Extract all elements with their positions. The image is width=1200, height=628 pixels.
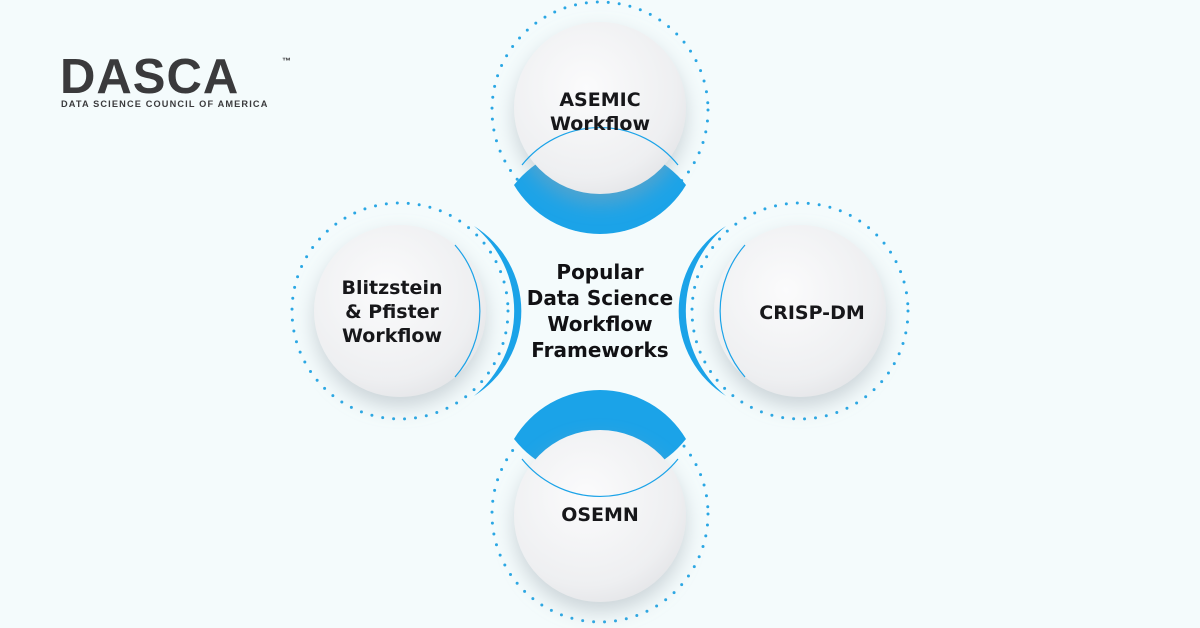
right-arc-line (719, 244, 746, 378)
right-blue-crescent (678, 226, 726, 396)
left-circle (314, 225, 486, 397)
logo-tagline: DATA SCIENCE COUNCIL OF AMERICA (61, 99, 269, 109)
left-arc-line (454, 244, 481, 378)
node-label-bottom-line-1: OSEMN (561, 504, 639, 526)
logo-wordmark: DASCA (60, 50, 240, 104)
node-label-bottom: OSEMN (561, 503, 639, 527)
diagram-title-line-4: Frameworks (531, 338, 669, 362)
left-blue-crescent (474, 226, 522, 396)
node-label-left-line-2: & Pfister (345, 301, 439, 323)
node-label-left-line-3: Workflow (341, 325, 443, 347)
node-label-left-line-1: Blitzstein (341, 277, 443, 299)
top-circle (514, 22, 686, 194)
bottom-dotted-ring (490, 404, 710, 624)
logo-trademark: ™ (282, 56, 291, 66)
bottom-arc-line (521, 458, 679, 498)
dasca-logo: DASCA ™ DATA SCIENCE COUNCIL OF AMERICA (60, 52, 300, 116)
top-dotted-ring (490, 0, 710, 220)
node-label-left: Blitzstein & Pfister Workflow (342, 276, 443, 348)
node-label-top-line-2: Workflow (549, 113, 651, 135)
left-dotted-ring (290, 201, 510, 421)
top-arc-line (521, 126, 679, 166)
node-label-right-line-1: CRISP-DM (759, 302, 865, 324)
diagram-title-line-1: Popular (556, 260, 644, 284)
bottom-circle (514, 430, 686, 602)
node-label-top-line-1: ASEMIC (559, 89, 641, 111)
right-circle (714, 225, 886, 397)
diagram-title-line-2: Data Science (526, 286, 674, 310)
node-label-top: ASEMIC Workflow (550, 88, 650, 136)
node-label-right: CRISP-DM (759, 301, 864, 325)
right-dotted-ring (690, 201, 910, 421)
diagram-title-line-3: Workflow (547, 312, 653, 336)
diagram-title: Popular Data Science Workflow Frameworks (527, 259, 673, 363)
